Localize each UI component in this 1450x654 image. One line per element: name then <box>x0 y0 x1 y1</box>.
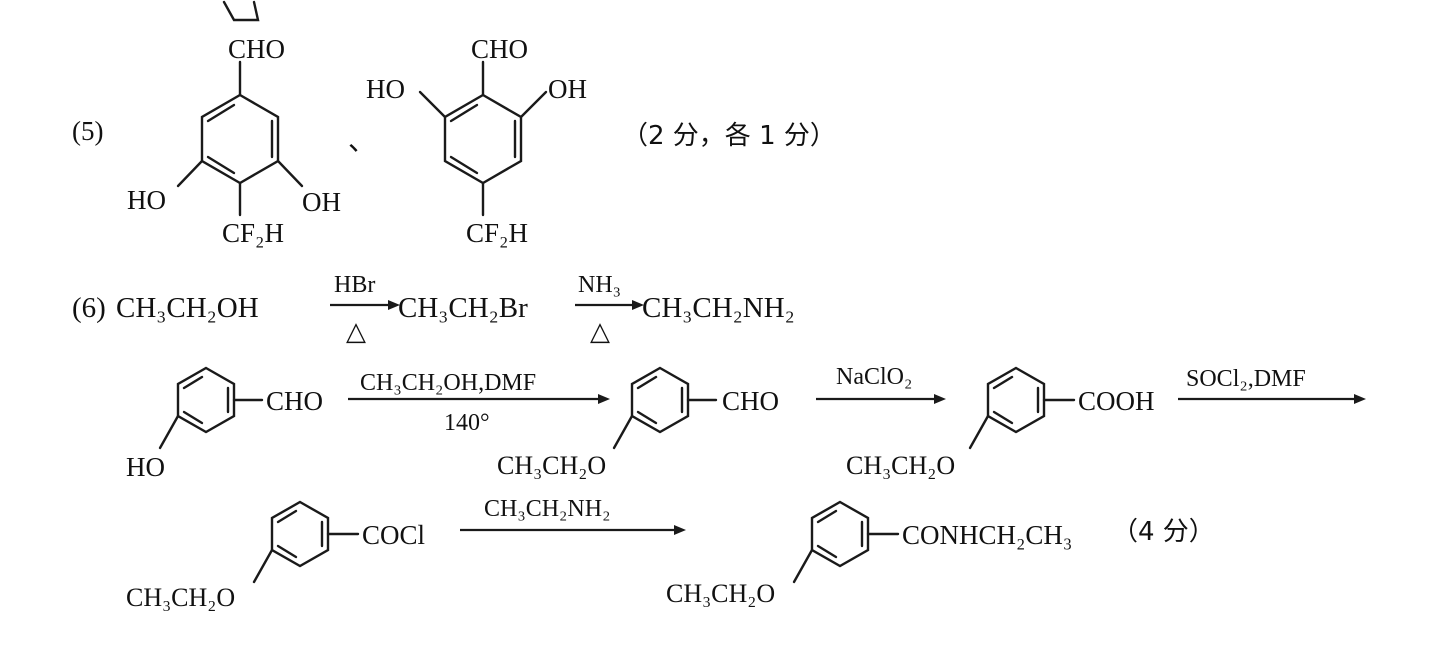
line2-sm-oh: HO <box>126 452 165 482</box>
line2-reagent3: SOCl₂,DMF <box>1186 366 1306 392</box>
line2-reagent1: CH₃CH₂OH,DMF <box>360 370 536 396</box>
line2-starting-material: CHO HO <box>126 366 323 482</box>
line2-arrow2: NaClO₂ <box>816 364 946 404</box>
line2-p1-ether: CH₃CH₂O <box>497 451 606 480</box>
molecule-a: CHO HO OH CF₂H <box>127 34 341 248</box>
line1-arrow1: HBr △ <box>330 272 400 347</box>
part6-score: （4 分） <box>1112 517 1215 547</box>
line3-reagent: CH₃CH₂NH₂ <box>484 496 610 522</box>
line1-mid: CH₃CH₂Br <box>398 292 528 324</box>
line1-condition1: △ <box>346 317 366 347</box>
part6-label: (6) <box>72 292 106 324</box>
molecule-b: CHO HO OH CF₂H <box>366 34 587 248</box>
line2-p1-substituent: CHO <box>722 386 779 416</box>
line2-p2-substituent: COOH <box>1078 386 1155 416</box>
line2-product2: COOH CH₃CH₂O <box>846 366 1155 480</box>
line2-condition1: 140° <box>444 410 490 436</box>
molecule-a-top: CHO <box>228 34 285 64</box>
line3-acyl-chloride: COCl CH₃CH₂O <box>126 500 425 612</box>
line2-sm-substituent: CHO <box>266 386 323 416</box>
molecule-b-top: CHO <box>471 34 528 64</box>
line2-arrow3: SOCl₂,DMF <box>1178 366 1366 404</box>
line2-p2-ether: CH₃CH₂O <box>846 451 955 480</box>
molecule-a-bottom: CF₂H <box>222 218 284 248</box>
line3-arrow: CH₃CH₂NH₂ <box>460 496 686 535</box>
molecule-b-left-oh: HO <box>366 74 405 104</box>
cropped-structure-fragment <box>222 0 260 22</box>
line3-product-substituent: CONHCH₂CH₃ <box>902 520 1072 550</box>
molecule-a-right-oh: OH <box>302 187 341 217</box>
line1-reagent2: NH₃ <box>578 272 621 298</box>
part5-label: (5) <box>72 116 103 146</box>
molecule-a-left-oh: HO <box>127 185 166 215</box>
part5-score: （2 分，各 1 分） <box>622 121 836 151</box>
line3-p3-substituent: COCl <box>362 520 425 550</box>
line1-reagent1: HBr <box>334 272 375 298</box>
line2-arrow1: CH₃CH₂OH,DMF 140° <box>348 370 610 436</box>
line1-end: CH₃CH₂NH₂ <box>642 292 795 324</box>
line3-product-ether: CH₃CH₂O <box>666 579 775 608</box>
molecule-b-right-oh: OH <box>548 74 587 104</box>
line2-reagent2: NaClO₂ <box>836 364 912 390</box>
line1-condition2: △ <box>590 317 610 347</box>
line1-start: CH₃CH₂OH <box>116 292 259 324</box>
line3-p3-ether: CH₃CH₂O <box>126 583 235 612</box>
line3-final-product: CONHCH₂CH₃ CH₃CH₂O <box>666 500 1072 608</box>
molecule-b-bottom: CF₂H <box>466 218 528 248</box>
line2-product1: CHO CH₃CH₂O <box>497 366 779 480</box>
molecule-separator: 、 <box>348 124 376 157</box>
line1-arrow2: NH₃ △ <box>575 272 644 347</box>
